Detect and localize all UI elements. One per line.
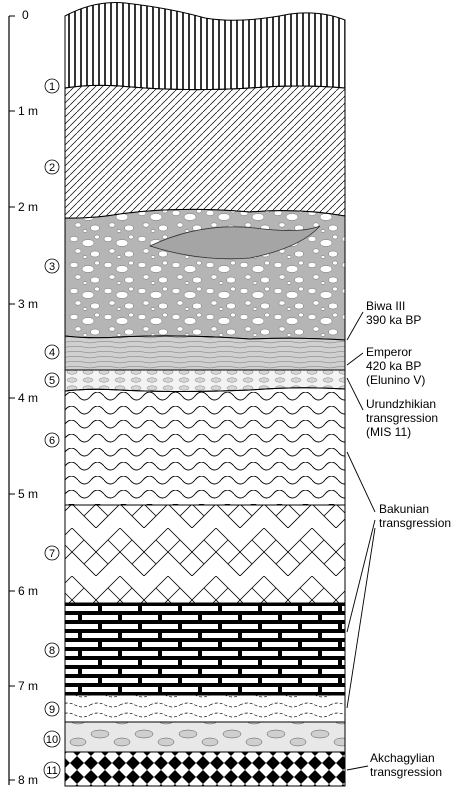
annotation-bakunian-type: transgression — [379, 516, 451, 530]
stratigraphic-column — [64, 2, 346, 787]
annotation-emperor-age: 420 ka BP — [366, 359, 421, 373]
layer-7 — [64, 504, 346, 604]
layer-number-3: 3 — [49, 261, 55, 273]
layer-number-8: 8 — [49, 645, 55, 657]
depth-axis: 0 1 m 2 m 3 m 4 m 5 m 6 m 7 m 8 m — [8, 8, 38, 787]
depth-label-2: 2 m — [18, 200, 38, 214]
annotation-urundzhikian-name: Urundzhikian — [366, 397, 436, 411]
depth-label-3: 3 m — [18, 297, 38, 311]
annotation-leaders — [346, 311, 376, 771]
layer-number-5: 5 — [49, 375, 55, 387]
annotations: Biwa III 390 ka BP Emperor 420 ka BP (El… — [366, 299, 451, 779]
depth-label-4: 4 m — [18, 391, 38, 405]
layer-number-7: 7 — [49, 548, 55, 560]
depth-label-7: 7 m — [18, 679, 38, 693]
depth-label-6: 6 m — [18, 584, 38, 598]
layer-1 — [64, 2, 346, 91]
annotation-biwa-name: Biwa III — [366, 299, 405, 313]
layer-10 — [64, 721, 346, 753]
annotation-emperor-alt: (Elunino V) — [366, 373, 425, 387]
annotation-biwa-age: 390 ka BP — [366, 313, 421, 327]
layer-3-lens — [148, 225, 321, 260]
annotation-bakunian-name: Bakunian — [379, 502, 429, 516]
layer-2 — [64, 84, 346, 219]
depth-label-1: 1 m — [18, 104, 38, 118]
layer-6 — [64, 387, 346, 506]
layer-number-10: 10 — [46, 734, 58, 746]
annotation-urundzhikian-stage: (MIS 11) — [366, 425, 411, 439]
depth-label-5: 5 m — [18, 487, 38, 501]
annotation-akchagylian-type: transgression — [370, 765, 442, 779]
layer-number-1: 1 — [49, 81, 55, 93]
depth-label-0: 0 — [22, 8, 29, 22]
layer-numbers: 1 2 3 4 5 6 7 8 9 10 11 — [43, 78, 61, 779]
layer-8 — [64, 602, 346, 696]
annotation-urundzhikian-type: transgression — [366, 411, 438, 425]
layer-11 — [64, 751, 346, 787]
layer-number-2: 2 — [49, 162, 55, 174]
depth-label-8: 8 m — [18, 773, 38, 787]
depth-ticks — [9, 15, 15, 781]
annotation-emperor-name: Emperor — [366, 345, 412, 359]
annotation-akchagylian-name: Akchagylian — [370, 751, 435, 765]
layer-9 — [64, 694, 346, 723]
layer-number-9: 9 — [49, 704, 55, 716]
layer-4 — [64, 335, 346, 371]
layer-number-4: 4 — [49, 347, 55, 359]
layer-number-6: 6 — [49, 435, 55, 447]
layer-number-11: 11 — [46, 765, 57, 777]
